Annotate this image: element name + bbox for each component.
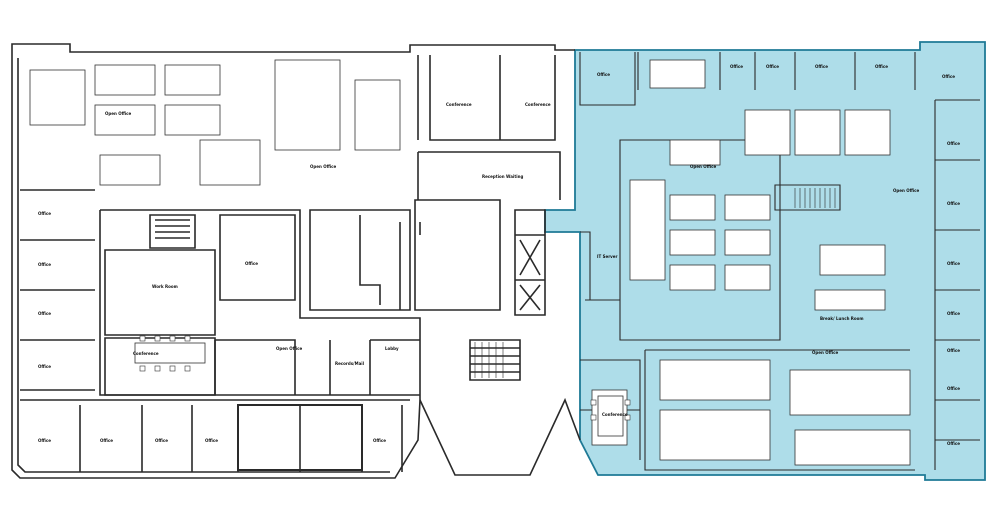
label-conference-b: Conference <box>525 102 551 107</box>
label-open-office-hl: Open Office <box>690 164 716 169</box>
label-office: Office <box>875 64 888 69</box>
label-reception: Reception Waiting <box>482 174 523 179</box>
label-conference-sw: Conference <box>133 351 159 356</box>
label-break-room: Break/ Lunch Room <box>820 316 864 321</box>
label-conference-se: Conference <box>602 412 628 417</box>
room-labels: Conference Conference Reception Waiting … <box>38 64 960 446</box>
stairs <box>474 188 836 378</box>
label-open-office-nw: Open Office <box>105 111 131 116</box>
label-office: Office <box>947 348 960 353</box>
label-office: Office <box>947 441 960 446</box>
label-office: Office <box>766 64 779 69</box>
label-office: Office <box>38 438 51 443</box>
label-office: Office <box>942 74 955 79</box>
label-office: Office <box>947 201 960 206</box>
label-office: Office <box>38 211 51 216</box>
label-open-office-mid: Open Office <box>310 164 336 169</box>
label-office: Office <box>373 438 386 443</box>
chairs <box>139 335 631 421</box>
label-open-office-se: Open Office <box>812 350 838 355</box>
conference-tables <box>134 342 624 437</box>
label-records: Records/Mail <box>335 361 365 366</box>
suite-interior-walls <box>579 52 980 471</box>
label-office: Office <box>815 64 828 69</box>
label-office: Office <box>155 438 168 443</box>
building-outline <box>11 43 581 479</box>
label-office: Office <box>947 261 960 266</box>
label-lobby: Lobby <box>385 346 399 351</box>
label-office: Office <box>38 364 51 369</box>
label-office: Office <box>245 261 258 266</box>
label-open-office-sw: Open Office <box>276 346 302 351</box>
label-open-office-ne: Open Office <box>893 188 919 193</box>
label-office: Office <box>947 311 960 316</box>
label-office: Office <box>38 262 51 267</box>
label-office: Office <box>947 386 960 391</box>
workstations-nw <box>29 59 401 186</box>
label-office: Office <box>947 141 960 146</box>
label-work-room: Work Room <box>152 284 178 289</box>
label-conference-a: Conference <box>446 102 472 107</box>
label-office: Office <box>730 64 743 69</box>
label-it-server: IT Server <box>597 254 617 259</box>
label-office: Office <box>597 72 610 77</box>
label-office: Office <box>205 438 218 443</box>
label-office: Office <box>38 311 51 316</box>
label-office: Office <box>100 438 113 443</box>
